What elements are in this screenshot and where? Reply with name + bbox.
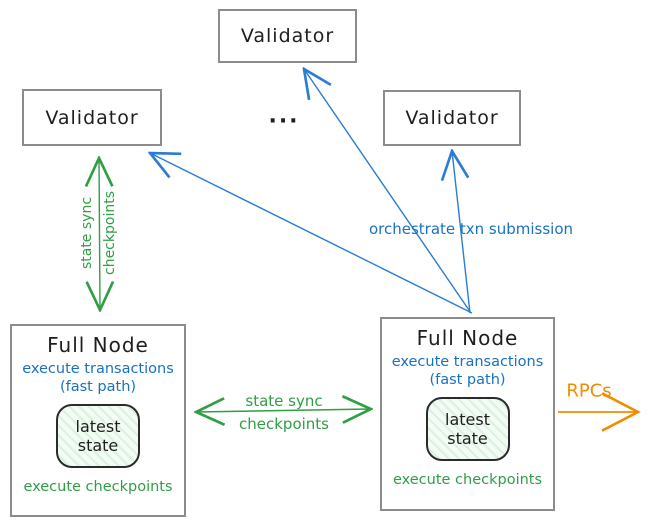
full-node-left-execute-checkpoints: execute checkpoints [23,479,173,496]
validator-top-label: Validator [240,25,335,47]
orchestrate-txn-submission-label: orchestrate txn submission [368,220,574,238]
validator-right-label: Validator [405,107,499,129]
validators-ellipsis: ... [268,103,300,129]
full-node-right-execute-checkpoints: execute checkpoints [392,472,543,489]
full-node-left-box: Full Node execute transactions (fast pat… [10,324,186,517]
arrow-state-sync-vertical [99,158,100,310]
full-node-left-execute-transactions: execute transactions [22,361,174,377]
latest-state-line1: latest [75,417,121,437]
full-node-right-execute-transactions: execute transactions [391,354,544,370]
vertical-state-sync-label-line2: checkpoints [102,191,118,275]
validator-left-label: Validator [45,106,139,129]
full-node-right-box: Full Node execute transactions (fast pat… [380,317,555,511]
horizontal-state-sync-label-line1: state sync [245,392,323,410]
full-node-left-title: Full Node [47,333,149,357]
latest-state-line2: state [447,429,488,449]
latest-state-line1: latest [445,410,490,430]
validator-left-box: Validator [22,89,162,146]
full-node-left-latest-state-box: latest state [56,404,140,469]
full-node-right-title: Full Node [416,326,519,350]
latest-state-line2: state [77,436,119,456]
full-node-right-fast-path: (fast path) [429,372,506,389]
horizontal-state-sync-label-line2: checkpoints [239,415,329,433]
full-node-left-fast-path: (fast path) [59,379,137,396]
validator-top-box: Validator [218,9,357,63]
vertical-state-sync-label-line1: state sync [79,196,95,270]
full-node-right-latest-state-box: latest state [425,397,510,462]
rpcs-label: RPCs [566,380,612,402]
validator-right-box: Validator [383,90,521,146]
